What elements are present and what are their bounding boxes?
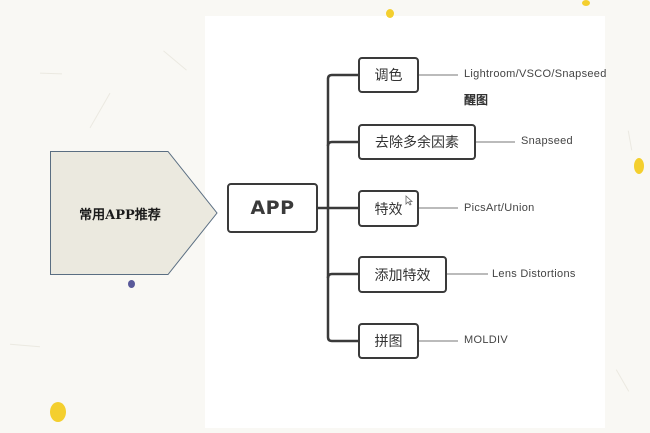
leaf-note: 醒图 (464, 93, 489, 107)
source-pentagon: 常用APP推荐 (50, 151, 218, 275)
leaf-label[interactable]: PicsArt/Union (464, 202, 535, 214)
branch-node-effects[interactable]: 特效 (358, 190, 419, 227)
branch-node-add-effects[interactable]: 添加特效 (358, 256, 447, 293)
branch-connector (326, 140, 359, 147)
decorative-dot (50, 402, 66, 422)
branch-node-collage[interactable]: 拼图 (358, 323, 419, 359)
pentagon-label: 常用APP推荐 (79, 207, 161, 223)
leaf-label[interactable]: Snapseed (521, 135, 573, 147)
decorative-dot (634, 158, 644, 174)
leaf-label[interactable]: MOLDIV (464, 334, 508, 346)
branch-node-remove-elements[interactable]: 去除多余因素 (358, 124, 476, 160)
decorative-dot (128, 280, 135, 288)
branch-connector (326, 272, 359, 279)
root-node-app[interactable]: APP (227, 183, 318, 233)
branch-node-color-grading[interactable]: 调色 (358, 57, 419, 93)
leaf-label[interactable]: Lightroom/VSCO/Snapseed (464, 68, 607, 80)
pentagon-shape (50, 151, 218, 275)
decorative-dot (582, 0, 590, 6)
mouse-pointer-icon (405, 195, 413, 206)
leaf-label[interactable]: Lens Distortions (492, 268, 576, 280)
decorative-dot (386, 9, 394, 18)
